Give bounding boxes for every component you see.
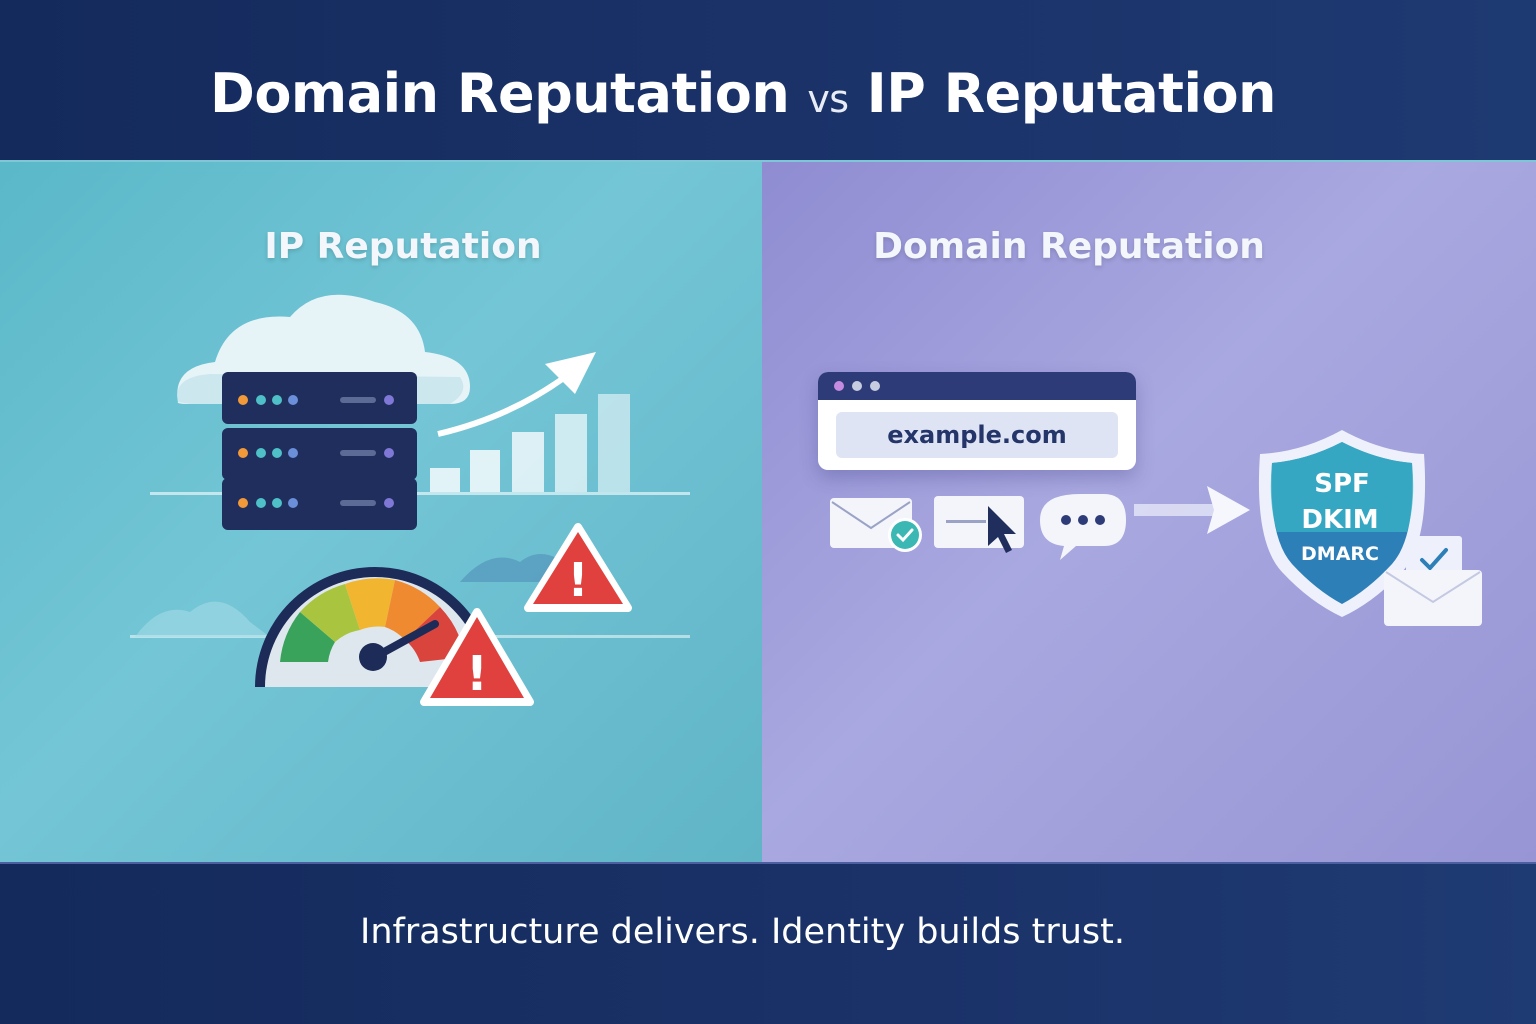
server-rack-icon — [222, 372, 417, 530]
warning-glyph-2: ! — [466, 646, 488, 702]
arrow-right-icon — [1134, 486, 1250, 534]
chat-bubble-icon — [1040, 494, 1126, 560]
browser-dot — [852, 381, 862, 391]
shield-line-dmarc: DMARC — [1301, 543, 1379, 565]
ip-reputation-panel: IP Reputation — [0, 162, 762, 862]
shield-line-spf: SPF — [1314, 469, 1370, 499]
footer-banner: Infrastructure delivers. Identity builds… — [0, 862, 1536, 1024]
domain-reputation-heading: Domain Reputation — [873, 226, 1265, 267]
ip-reputation-heading: IP Reputation — [264, 226, 542, 267]
warning-icon: ! — [524, 523, 632, 612]
title-ip-reputation: IP Reputation — [866, 62, 1277, 125]
envelope-icon — [1384, 536, 1482, 626]
title-domain-reputation: Domain Reputation — [210, 62, 790, 125]
gauge-icon — [255, 567, 495, 687]
header-banner: Domain Reputation vs IP Reputation — [0, 0, 1536, 162]
shield-icon: SPF DKIM DMARC — [1258, 430, 1426, 617]
browser-icon: example.com — [818, 372, 1136, 470]
browser-url: example.com — [836, 412, 1118, 458]
title-vs: vs — [807, 77, 849, 121]
growth-chart-icon — [430, 352, 630, 492]
warning-icon: ! — [420, 608, 534, 706]
page-title: Domain Reputation vs IP Reputation — [0, 62, 1536, 125]
warning-glyph-1: ! — [568, 553, 589, 607]
domain-reputation-illustration: SPF DKIM DMARC — [830, 430, 1482, 626]
ip-reputation-illustration: ! ! — [130, 294, 690, 706]
browser-dot — [870, 381, 880, 391]
envelope-check-icon — [830, 498, 922, 552]
browser-dot — [834, 381, 844, 391]
domain-reputation-panel: Domain Reputation example.com — [762, 162, 1536, 862]
shield-line-dkim: DKIM — [1301, 505, 1378, 535]
tagline: Infrastructure delivers. Identity builds… — [360, 912, 1126, 952]
browser-titlebar — [818, 372, 1136, 400]
cursor-icon — [934, 496, 1024, 553]
